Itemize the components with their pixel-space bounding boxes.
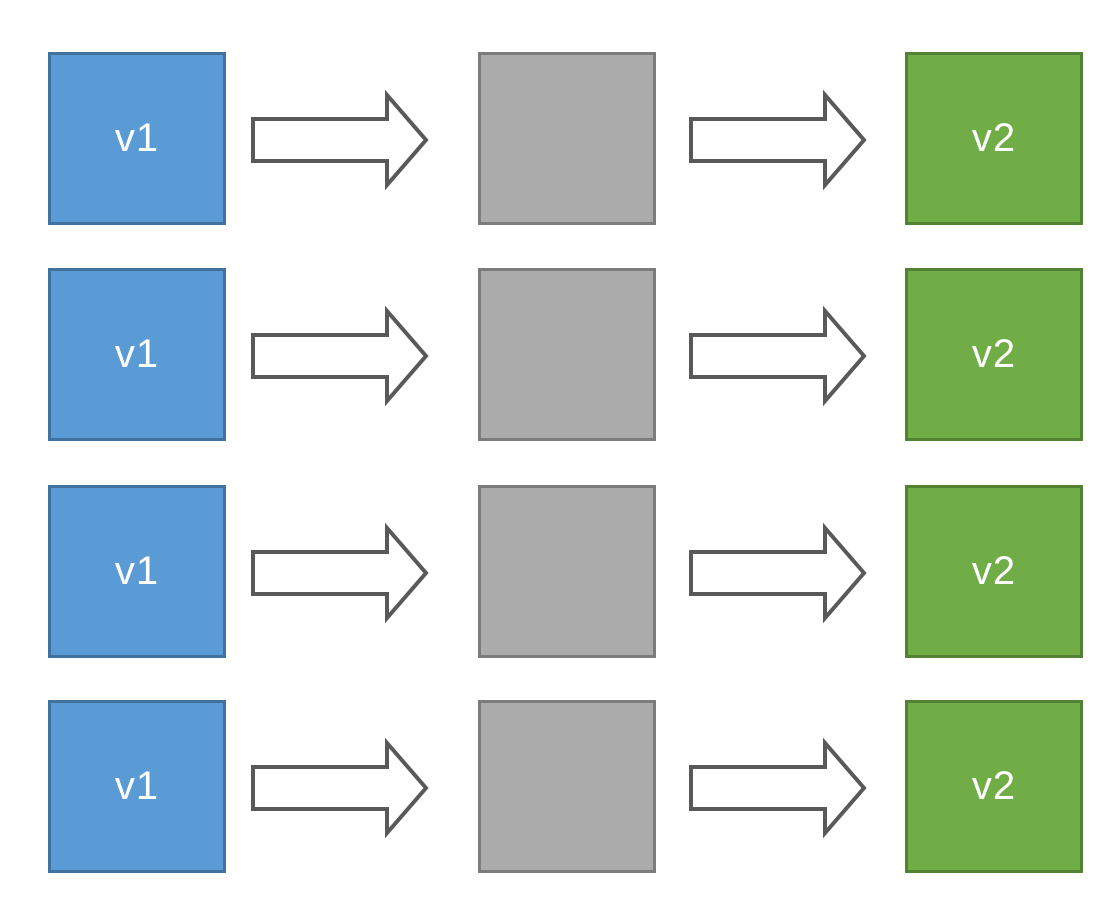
- target-box-label: v2: [971, 332, 1017, 376]
- target-box-v2: v2: [905, 700, 1083, 873]
- target-box-label: v2: [971, 764, 1017, 808]
- flow-row-3: v1 v2: [0, 485, 1116, 658]
- right-block-arrow-icon: [250, 737, 430, 839]
- right-block-arrow-icon: [688, 305, 868, 407]
- source-box-label: v1: [114, 549, 160, 593]
- middle-box: [478, 52, 656, 225]
- target-box-v2: v2: [905, 485, 1083, 658]
- source-box-v1: v1: [48, 485, 226, 658]
- flow-row-2: v1 v2: [0, 268, 1116, 441]
- source-box-label: v1: [114, 116, 160, 160]
- middle-box: [478, 485, 656, 658]
- source-box-v1: v1: [48, 52, 226, 225]
- target-box-label: v2: [971, 549, 1017, 593]
- middle-box: [478, 268, 656, 441]
- source-box-v1: v1: [48, 268, 226, 441]
- target-box-v2: v2: [905, 268, 1083, 441]
- right-block-arrow-icon: [250, 522, 430, 624]
- right-block-arrow-icon: [688, 737, 868, 839]
- flow-row-1: v1 v2: [0, 52, 1116, 225]
- middle-box: [478, 700, 656, 873]
- target-box-label: v2: [971, 116, 1017, 160]
- flow-row-4: v1 v2: [0, 700, 1116, 873]
- right-block-arrow-icon: [250, 305, 430, 407]
- source-box-v1: v1: [48, 700, 226, 873]
- source-box-label: v1: [114, 764, 160, 808]
- right-block-arrow-icon: [688, 89, 868, 191]
- right-block-arrow-icon: [688, 522, 868, 624]
- target-box-v2: v2: [905, 52, 1083, 225]
- right-block-arrow-icon: [250, 89, 430, 191]
- source-box-label: v1: [114, 332, 160, 376]
